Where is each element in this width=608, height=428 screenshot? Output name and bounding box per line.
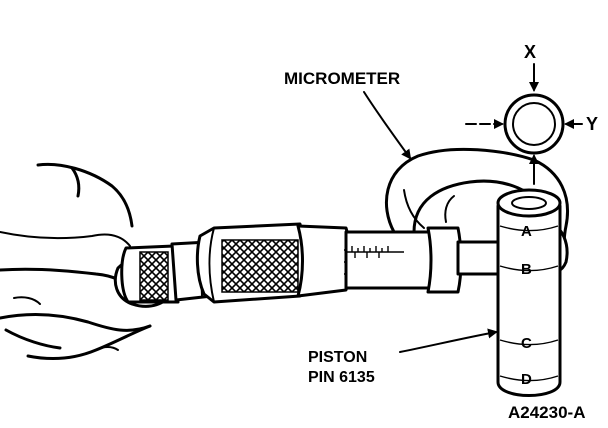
sleeve <box>344 226 502 294</box>
piston-pin-label-line1: PISTON <box>308 349 367 366</box>
piston-pin-label-line2: PIN 6135 <box>308 369 375 386</box>
measurement-direction-diagram <box>465 63 583 185</box>
point-b-label: B <box>521 261 532 278</box>
micrometer-leader-line <box>363 91 412 160</box>
figure-id-label: A24230-A <box>508 403 586 422</box>
piston-pin <box>496 188 562 397</box>
point-a-label: A <box>521 223 532 240</box>
point-d-label: D <box>521 371 532 388</box>
thimble <box>195 222 352 304</box>
micrometer-label: MICROMETER <box>284 69 400 88</box>
point-c-label: C <box>521 335 532 352</box>
axis-x-label: X <box>524 42 536 62</box>
piston-pin-leader-line <box>399 328 498 353</box>
axis-y-label: Y <box>586 114 598 134</box>
